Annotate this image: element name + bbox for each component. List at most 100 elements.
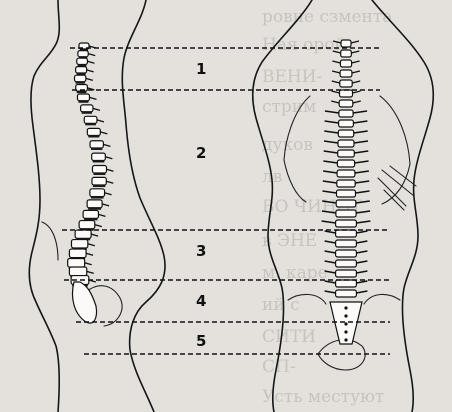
side-spinous-process [102,204,109,206]
back-vertebra [336,220,357,227]
side-spinous-process [105,193,112,195]
back-transverse-process [352,61,360,63]
side-spinous-process [95,225,102,227]
back-transverse-process [352,81,360,83]
side-vertebra [71,240,87,248]
back-vertebra [338,130,353,137]
back-transverse-process [322,221,336,223]
back-transverse-process [323,181,337,183]
back-view-spine [322,40,371,344]
background-text-line: м. каре [262,263,328,283]
back-transverse-process [355,181,369,183]
back-vertebra [336,200,356,207]
side-disc [93,160,105,162]
back-transverse-process [356,241,367,243]
back-vertebra [341,40,351,47]
back-vertebra [339,100,353,107]
side-vertebra [90,189,105,197]
back-vertebra [341,50,352,57]
side-spinous-process [87,271,94,273]
back-transverse-process [356,231,367,233]
side-spinous-process [86,253,93,255]
background-text-line: ровне сзмента [262,7,392,27]
side-view-front-outline [122,0,165,412]
back-transverse-process [356,221,370,223]
side-vertebra [87,200,102,208]
back-sacral-foramen [344,314,347,317]
back-transverse-process [353,91,361,93]
side-view-arm-line [42,222,58,260]
background-text-line: ий с [262,295,300,315]
background-text-line: СП- [262,357,296,377]
side-vertebra [76,67,87,73]
side-spinous-process [86,78,93,80]
background-text-line: стрим [262,97,316,117]
back-sacral-foramen [344,322,347,325]
back-vertebra [337,160,354,167]
side-disc [93,185,105,187]
background-text-line: ВЕНИ- [262,67,322,87]
back-transverse-process [325,251,336,253]
back-transverse-process [353,111,367,113]
back-vertebra [339,110,353,117]
back-vertebra [337,190,356,197]
back-vertebra [338,140,354,147]
side-vertebra [92,153,106,160]
back-vertebra [340,70,352,77]
side-spinous-process [88,244,95,246]
side-spinous-process [87,61,94,63]
back-transverse-process [355,171,369,173]
back-sacral-foramen [344,330,347,333]
side-vertebra [79,221,95,229]
back-transverse-process [331,101,339,103]
back-sacral-foramen [344,338,347,341]
back-vertebra [336,250,357,257]
back-transverse-process [351,51,359,53]
side-disc [82,112,92,114]
back-transverse-process [356,291,367,293]
side-spinous-process [85,263,92,265]
side-disc [77,91,87,93]
side-disc [78,101,88,103]
side-vertebra [75,230,91,238]
back-transverse-process [356,281,367,283]
back-transverse-process [325,231,336,233]
side-vertebra [78,51,88,57]
back-sacral-foramen [344,306,347,309]
side-spinous-process [103,144,110,146]
region-label-sacral: 4 [196,292,206,310]
side-vertebra [84,116,97,123]
side-vertebra [68,258,85,267]
side-spinous-process [98,214,105,216]
side-vertebra [92,177,106,185]
region-label-thoracic: 2 [196,144,206,162]
back-transverse-process [354,141,368,143]
side-view-back-outline [29,0,59,412]
back-transverse-process [323,171,337,173]
region-label-cervical: 1 [196,60,206,78]
back-vertebra [338,150,355,157]
back-transverse-process [323,191,337,193]
side-spinous-process [88,54,95,56]
back-vertebra [336,210,356,217]
back-transverse-process [332,71,340,73]
background-text-line: СИТИ [262,327,316,347]
back-transverse-process [351,41,359,43]
side-disc [91,197,104,199]
back-view-right-outline [372,0,433,412]
back-transverse-process [332,81,340,83]
back-vertebra [337,170,355,177]
side-disc [85,123,96,125]
region-label-lumbar: 3 [196,242,206,260]
side-vertebra [69,267,86,276]
back-transverse-process [323,161,337,163]
side-disc [76,82,85,84]
back-vertebra [336,290,357,297]
back-vertebra [336,240,357,247]
back-transverse-process [354,131,368,133]
side-vertebra [81,105,93,112]
back-transverse-process [324,131,338,133]
side-disc [88,135,99,137]
back-transverse-process [356,271,367,273]
